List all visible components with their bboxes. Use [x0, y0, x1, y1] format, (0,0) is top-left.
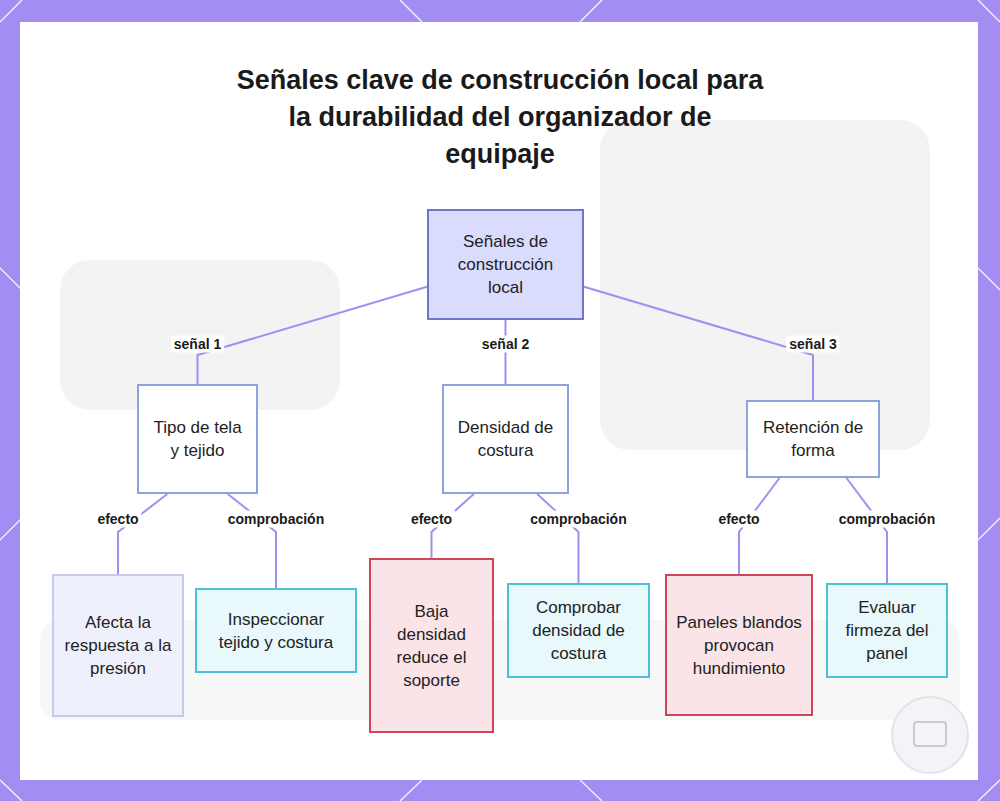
edge-label: señal 3: [786, 336, 839, 353]
connector: [198, 287, 428, 384]
concept-box: Densidad de costura: [442, 384, 569, 494]
root-box: Señales de construcción local: [427, 209, 584, 320]
node-label: Tipo de tela y tejido: [139, 408, 256, 470]
check-box: Comprobar densidad de costura: [507, 583, 650, 678]
concept-box: Afecta la respuesta a la presión: [52, 574, 184, 717]
connector: [228, 494, 276, 588]
edge-label: efecto: [408, 511, 455, 528]
panel: [20, 22, 978, 780]
node-label: Baja densidad reduce el soporte: [371, 592, 492, 700]
connector: [847, 478, 888, 583]
connector: [584, 287, 813, 400]
warning-box: Baja densidad reduce el soporte: [369, 558, 494, 733]
node-label: Comprobar densidad de costura: [509, 588, 648, 673]
concept-box: Tipo de tela y tejido: [137, 384, 258, 494]
edge-label: comprobación: [527, 511, 629, 528]
edge-label: efecto: [94, 511, 141, 528]
edge-label: señal 1: [171, 336, 224, 353]
concept-box: Retención de forma: [746, 400, 880, 478]
connector: [537, 494, 578, 583]
connector: [118, 494, 167, 574]
node-label: Inspeccionar tejido y costura: [197, 600, 355, 662]
edge-label: efecto: [715, 511, 762, 528]
warning-box: Paneles blandos provocan hundimiento: [665, 574, 813, 716]
node-label: Afecta la respuesta a la presión: [54, 603, 182, 688]
logo-badge: [892, 697, 968, 773]
node-label: Señales de construcción local: [429, 222, 582, 307]
check-box: Evaluar firmeza del panel: [826, 583, 948, 678]
edge-label: comprobación: [225, 511, 327, 528]
blurred-photo: [40, 120, 960, 720]
diagram-title: Señales clave de construcción local para…: [230, 62, 770, 173]
node-label: Paneles blandos provocan hundimiento: [667, 603, 811, 688]
edge-label: comprobación: [836, 511, 938, 528]
check-box: Inspeccionar tejido y costura: [195, 588, 357, 673]
node-label: Evaluar firmeza del panel: [828, 588, 946, 673]
node-label: Retención de forma: [748, 408, 878, 470]
edge-label: señal 2: [479, 336, 532, 353]
node-label: Densidad de costura: [444, 408, 567, 470]
